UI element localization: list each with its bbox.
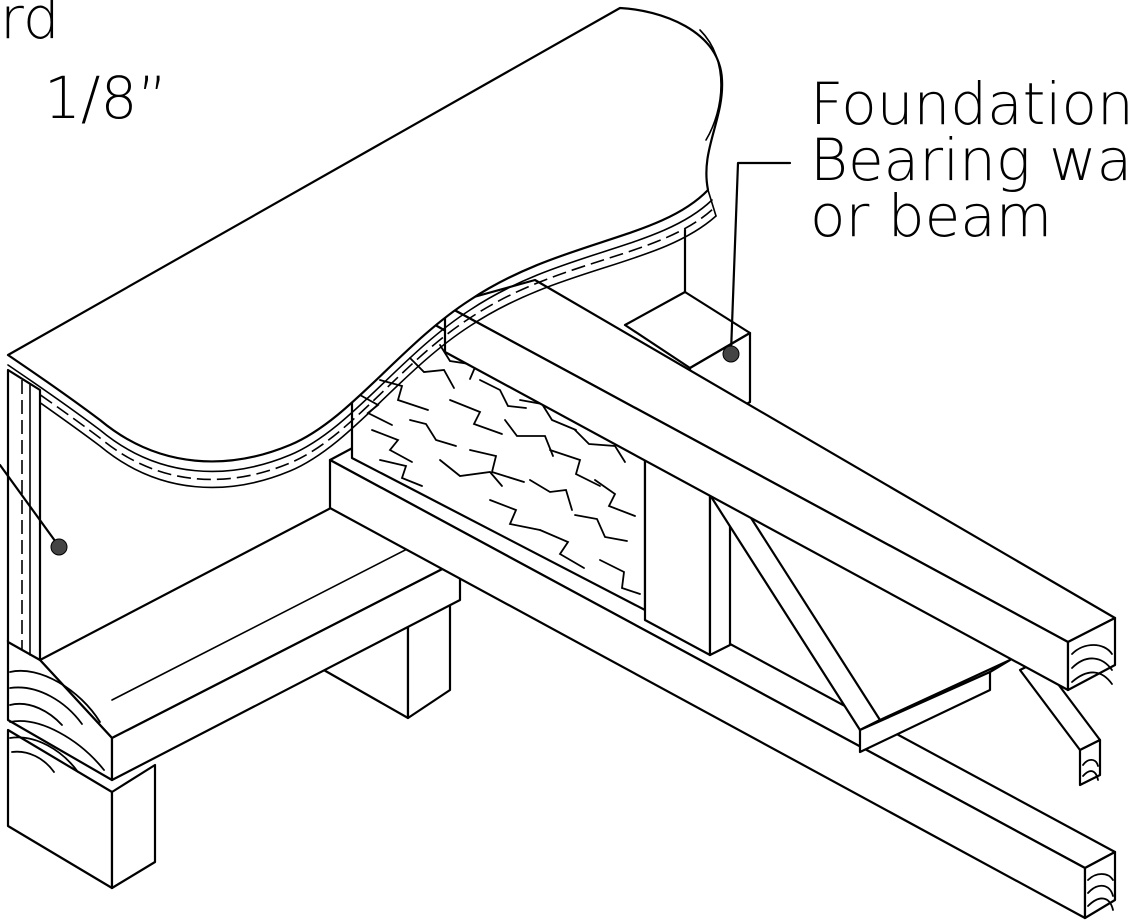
top-chord — [443, 278, 1117, 692]
callout-dot-right — [722, 345, 740, 363]
bottom-chord — [328, 442, 1117, 920]
callout-dot-left — [50, 538, 68, 556]
sill-plate — [6, 496, 462, 782]
label-right-1: Foundation — [810, 70, 1130, 138]
label-right-2: Bearing wa — [810, 126, 1130, 194]
label-right-3: or beam — [810, 182, 1052, 250]
end-grain-sill — [9, 669, 105, 773]
truss-diagonal-webs — [708, 483, 1102, 787]
callout-left — [0, 463, 68, 556]
left-panel — [6, 368, 42, 662]
callout-right — [722, 161, 792, 363]
label-top-left-1: rd — [0, 0, 60, 52]
label-top-left-2: 1/8” — [44, 64, 167, 132]
subfloor-sheet — [6, 6, 724, 489]
